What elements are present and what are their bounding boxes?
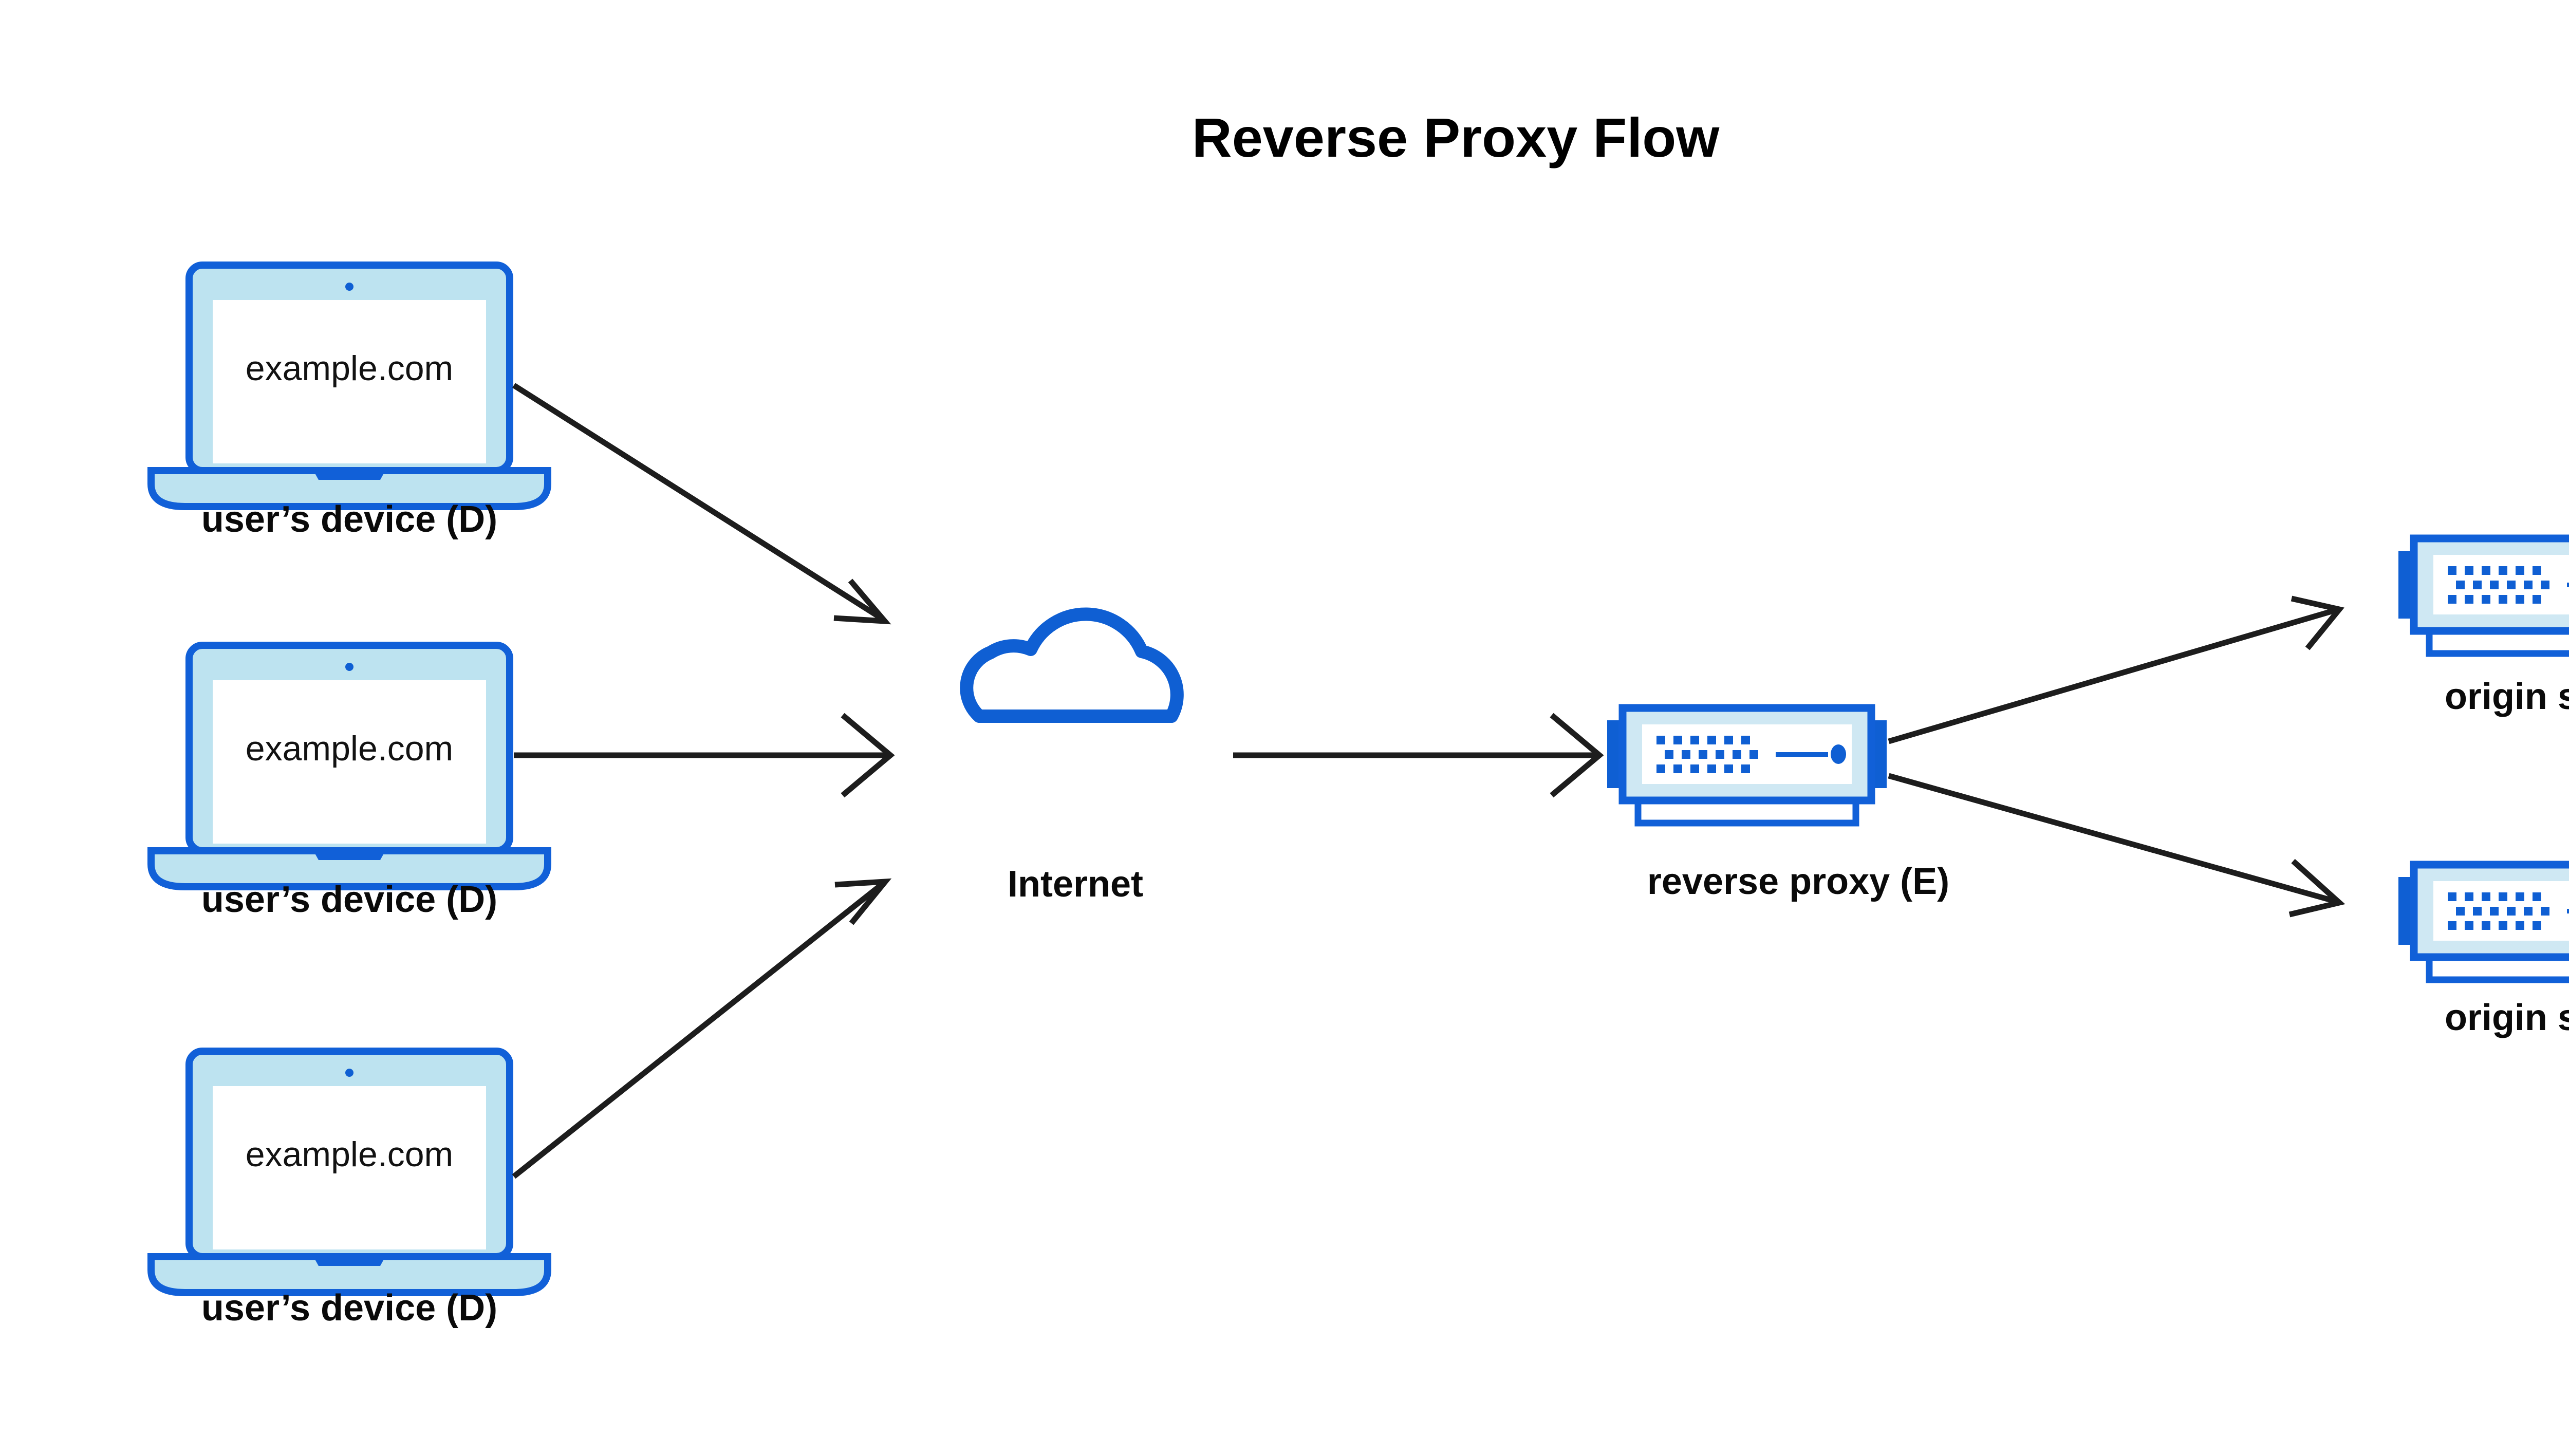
device-label: user’s device (D) <box>201 1287 497 1329</box>
device-label: user’s device (D) <box>201 499 497 540</box>
node-origin-bottom[interactable]: origin server (F) <box>2398 865 2569 1038</box>
page-title: Reverse Proxy Flow <box>1192 106 1720 169</box>
edge-device-bottom-to-internet <box>512 878 892 1179</box>
edge-internet-to-reverse-proxy <box>1233 713 1604 798</box>
server-icon <box>1607 708 1887 823</box>
origin-server-label: origin server (F) <box>2445 676 2569 717</box>
node-device-top[interactable]: example.com user’s device (D) <box>151 265 548 540</box>
node-device-middle[interactable]: example.com user’s device (D) <box>151 645 548 920</box>
device-screen-text: example.com <box>246 349 453 388</box>
server-icon <box>2398 865 2569 980</box>
node-origin-top[interactable]: origin server (F) <box>2398 538 2569 717</box>
edge-device-middle-to-internet <box>514 713 895 798</box>
node-reverse-proxy[interactable]: reverse proxy (E) <box>1607 708 1949 902</box>
origin-server-label: origin server (F) <box>2445 997 2569 1038</box>
device-label: user’s device (D) <box>201 879 497 920</box>
node-internet[interactable]: Internet <box>966 614 1177 905</box>
node-device-bottom[interactable]: example.com user’s device (D) <box>151 1051 548 1329</box>
edge-reverse-proxy-to-origin-top <box>1888 595 2344 744</box>
device-screen-text: example.com <box>246 729 453 768</box>
server-icon <box>2398 538 2569 654</box>
edge-reverse-proxy-to-origin-bottom <box>1888 773 2345 918</box>
device-screen-text: example.com <box>246 1135 453 1174</box>
edge-device-top-to-internet <box>512 383 891 625</box>
cloud-icon <box>966 614 1177 716</box>
reverse-proxy-label: reverse proxy (E) <box>1647 861 1949 902</box>
internet-label: Internet <box>1008 864 1143 905</box>
